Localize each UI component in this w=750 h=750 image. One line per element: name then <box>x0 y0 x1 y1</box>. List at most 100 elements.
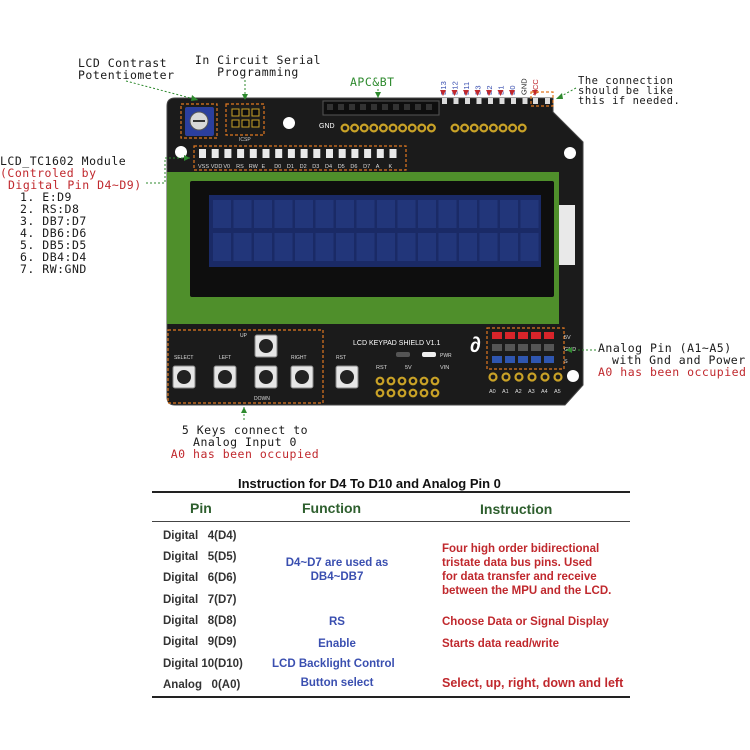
digital-header <box>340 98 550 133</box>
header-pin <box>488 123 498 133</box>
leader-lcd <box>146 157 190 184</box>
header-pin <box>426 123 436 133</box>
header-pin <box>340 123 350 133</box>
function-d4-d7-line2: DB4~DB7 <box>310 571 364 583</box>
icsp-label-line2: Programming <box>217 65 299 79</box>
lcd-pin <box>389 149 397 158</box>
keys-annotation: 5 Keys connect to Analog Input 0 A0 has … <box>170 424 320 460</box>
table-bottom-rule <box>152 696 630 698</box>
lcd-pin-label: D1 <box>287 164 294 170</box>
analog-rail-pin <box>551 344 554 351</box>
lcd-pin <box>249 149 257 158</box>
lcd-cell <box>356 233 375 261</box>
analog-rail-pin <box>512 356 515 363</box>
apcbt-pin <box>338 104 344 110</box>
analog-pin-line2: with Gnd and Power <box>612 353 746 367</box>
key-down-button-cap <box>259 370 273 384</box>
analog-pin-line3: A0 has been occupied <box>598 365 747 379</box>
analog-rail-pin <box>551 332 554 339</box>
header-pin <box>369 123 379 133</box>
arrow-icon <box>241 407 247 413</box>
lcd-pin <box>376 149 384 158</box>
table-row-pin: Digital 6(D6) <box>163 572 237 584</box>
function-d4-d7-line1: D4~D7 are used as <box>285 557 389 569</box>
icsp-pins <box>231 108 260 128</box>
lcd-cell <box>233 200 252 228</box>
top-pin-label: D11 <box>462 82 471 95</box>
lcd-item: 4. DB6:D6 <box>20 226 87 240</box>
lcd-cell <box>274 233 293 261</box>
lcd-pin-label: D4 <box>325 164 332 170</box>
analog-rail-pin <box>525 332 528 339</box>
analog-rail-pin <box>499 344 502 351</box>
arrow-icon <box>184 155 190 161</box>
instruction-d4-d7-line2: tristate data bus pins. Used <box>442 557 593 569</box>
key-right-button-cap <box>295 370 309 384</box>
header-pin <box>430 376 440 386</box>
apcbt-pin <box>360 104 366 110</box>
lcd-cell <box>377 233 395 261</box>
lcd-cell <box>336 200 354 228</box>
lcd-pin-label: E <box>262 164 266 170</box>
pin-arrow-icon <box>451 90 458 96</box>
lcd-pin-label: VDD <box>211 164 223 170</box>
power-led-lit <box>422 352 436 357</box>
header-pin <box>375 376 385 386</box>
key-right-label: RIGHT <box>291 355 307 361</box>
lcd-pin-label: D0 <box>274 164 281 170</box>
analog-pin-label: A5 <box>554 389 561 395</box>
top-pin-labels: D13D12D11D3D2D1D0GNDVCC <box>439 78 540 96</box>
header-pin <box>498 123 508 133</box>
top-pin-label: VCC <box>531 79 540 95</box>
instruction-d4-d7-line4: between the MPU and the LCD. <box>442 585 612 597</box>
analog-rail-pin <box>525 344 528 351</box>
keys-line2: Analog Input 0 <box>193 435 297 449</box>
instruction-d8: Choose Data or Signal Display <box>442 616 609 628</box>
lcd-cell <box>459 233 477 261</box>
header-pin <box>488 372 498 382</box>
header-pin <box>514 372 524 382</box>
table-row-pin: Analog 0(A0) <box>163 679 241 691</box>
header-pin <box>450 123 460 133</box>
pin-arrow-icon <box>486 90 492 96</box>
top-stub-pin <box>522 98 528 104</box>
lcd-cell <box>254 200 272 228</box>
lcd-cell <box>213 200 231 228</box>
lcd-cell <box>233 233 252 261</box>
icsp-annotation: In Circuit Serial Programming <box>193 54 323 78</box>
apcbt-pins <box>327 104 432 110</box>
lcd-cell <box>274 200 293 228</box>
icsp-pin <box>231 108 240 117</box>
header-function: Function <box>302 500 362 516</box>
lcd-cell <box>500 233 518 261</box>
header-pin <box>417 123 427 133</box>
apcbt-pin <box>327 104 333 110</box>
lcd-pin <box>287 149 295 158</box>
shield-name: LCD KEYPAD SHIELD V1.1 <box>353 340 441 347</box>
lcd-cell <box>500 200 518 228</box>
header-pin <box>359 123 369 133</box>
analog-pin-label: A2 <box>515 389 522 395</box>
header-pin <box>397 376 407 386</box>
header-pin <box>517 123 527 133</box>
lcd-pin <box>275 149 283 158</box>
lcd-pin-label: K <box>389 164 393 170</box>
lcd-cell <box>213 233 231 261</box>
header-instruction: Instruction <box>480 501 553 517</box>
function-d9: Enable <box>318 638 356 650</box>
lcd-cell <box>438 200 457 228</box>
analog-rail-pin <box>492 356 499 363</box>
analog-rail-pin <box>531 332 538 339</box>
power-led <box>396 352 410 357</box>
header-pin: Pin <box>190 500 212 516</box>
analog-rail-pin <box>538 356 541 363</box>
lcd-cell <box>315 200 334 228</box>
lcd-pin <box>313 149 321 158</box>
table-row-pin: Digital 9(D9) <box>163 636 237 648</box>
top-stub-pin <box>465 98 470 104</box>
lcd-pin <box>351 149 359 158</box>
mount-hole <box>564 147 576 159</box>
lcd-pin <box>338 149 346 158</box>
analog-rail-pin <box>518 332 525 339</box>
header-pin <box>350 123 360 133</box>
